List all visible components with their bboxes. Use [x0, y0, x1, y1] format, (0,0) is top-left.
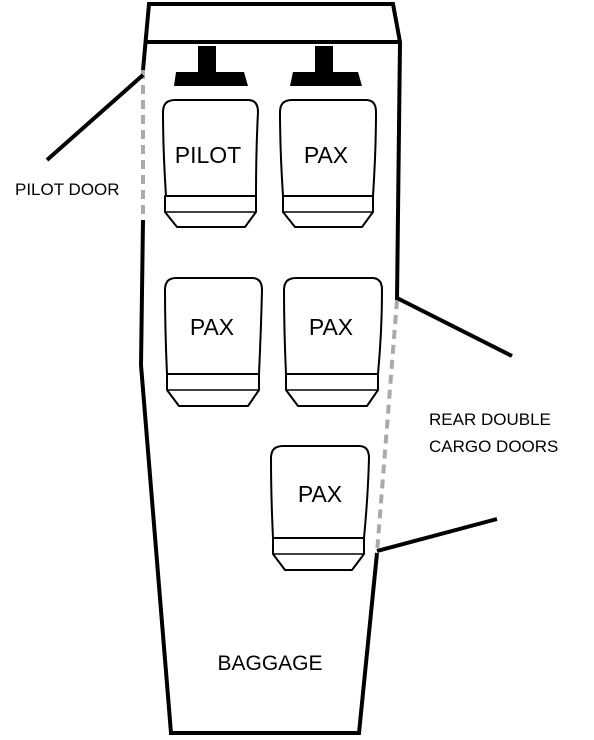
seat-label: PAX — [304, 142, 348, 168]
fuselage-aft-section — [139, 364, 379, 735]
fuselage — [139, 1, 403, 735]
cargo-door-upper-leader — [396, 296, 513, 358]
pilot-yoke-icon — [174, 46, 248, 86]
seat-label: PAX — [309, 314, 353, 340]
copilot-yoke-icon — [290, 46, 362, 86]
seat-label: PILOT — [175, 142, 241, 168]
baggage-label: BAGGAGE — [217, 652, 322, 675]
cargo-door-lower-leader — [376, 517, 498, 553]
seat-label: PAX — [190, 314, 234, 340]
pilot-door-leader — [45, 73, 145, 162]
rear-cargo-doors — [375, 299, 399, 554]
seat-pax-middle-right: PAX — [283, 277, 383, 407]
seat-pax-front-right: PAX — [279, 99, 377, 228]
seat-label: PAX — [298, 481, 342, 507]
seat-pax-middle-left: PAX — [164, 277, 263, 407]
pilot-door-label: PILOT DOOR — [15, 180, 120, 199]
seat-pax-rear: PAX — [270, 445, 370, 571]
rear-doors-label-line1: REAR DOUBLE — [429, 410, 551, 429]
rear-doors-label-line2: CARGO DOORS — [429, 437, 558, 456]
fuselage-left-wall-lower — [139, 219, 145, 366]
seat-pilot: PILOT — [162, 99, 259, 228]
fuselage-left-wall — [141, 1, 403, 301]
